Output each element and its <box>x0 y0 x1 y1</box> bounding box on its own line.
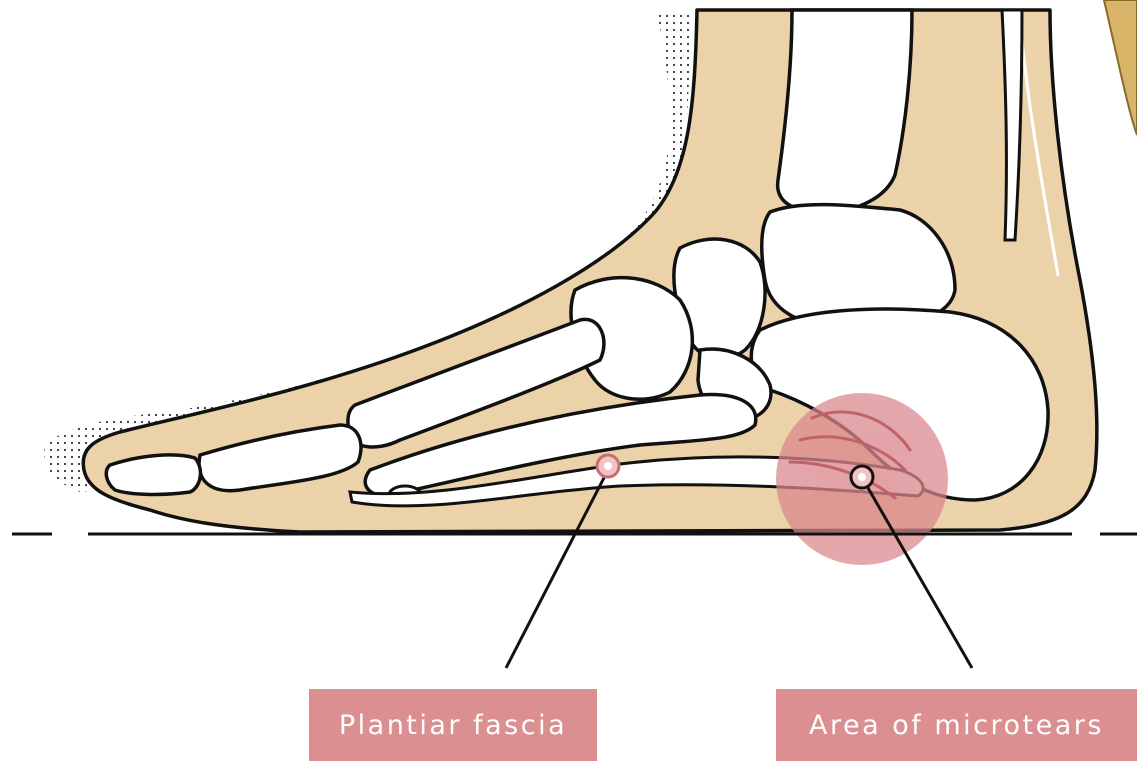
plantar-fascia-marker-center <box>604 462 612 470</box>
distal-phalanx <box>106 455 200 495</box>
microtears-label: Area of microtears <box>776 689 1137 761</box>
microtears-marker-center <box>858 473 866 481</box>
leg-edge-detail <box>1104 0 1137 135</box>
plantar-fascia-label: Plantiar fascia <box>309 689 597 761</box>
tibia-bone <box>778 10 912 212</box>
